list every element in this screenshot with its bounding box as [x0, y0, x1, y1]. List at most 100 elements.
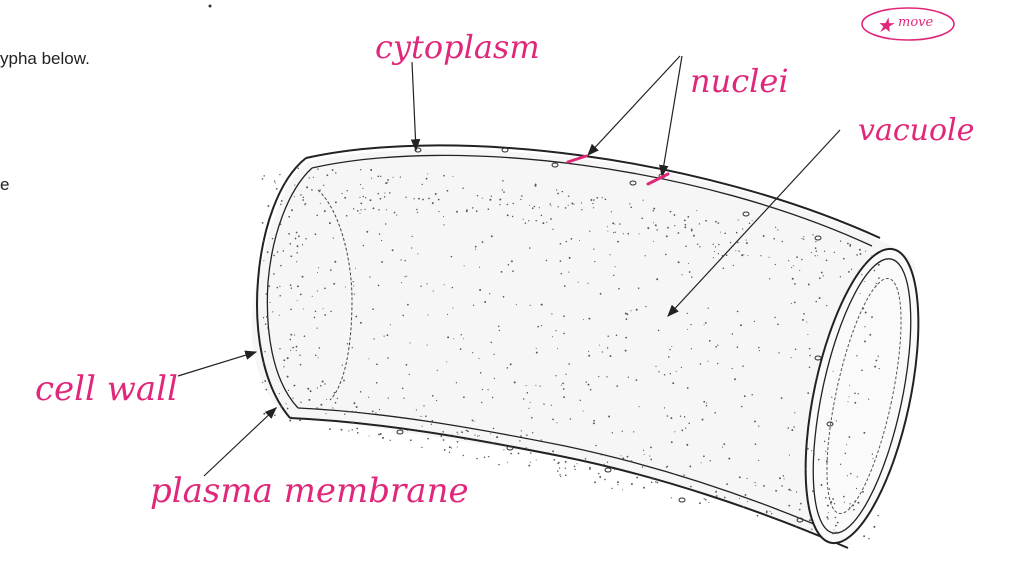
stipple-dot	[605, 199, 607, 201]
stipple-dot	[556, 189, 557, 190]
stipple-dot	[705, 499, 707, 501]
stipple-dot	[357, 432, 359, 434]
stipple-dot	[353, 208, 354, 209]
stipple-dot	[525, 222, 527, 224]
stipple-dot	[494, 378, 495, 379]
stipple-dot	[526, 385, 527, 386]
stipple-dot	[740, 324, 742, 326]
stipple-dot	[347, 343, 348, 344]
stipple-dot	[356, 406, 358, 408]
stipple-dot	[755, 485, 756, 486]
stipple-dot	[292, 347, 294, 349]
stipple-dot	[372, 308, 374, 310]
stipple-dot	[809, 519, 811, 521]
stipple-dot	[697, 243, 698, 244]
stipple-dot	[315, 233, 317, 235]
stipple-dot	[299, 419, 301, 421]
stipple-dot	[876, 263, 877, 264]
stipple-dot	[335, 402, 337, 404]
stipple-dot	[797, 519, 798, 520]
stipple-dot	[267, 251, 269, 253]
stipple-dot	[848, 401, 849, 402]
stipple-dot	[333, 283, 335, 285]
stipple-dot	[639, 406, 640, 407]
stipple-dot	[514, 381, 516, 383]
stipple-dot	[718, 222, 720, 224]
stipple-dot	[371, 178, 372, 179]
stipple-dot	[359, 213, 360, 214]
stipple-dot	[726, 254, 728, 256]
stipple-dot	[532, 432, 533, 433]
stipple-dot	[819, 297, 821, 299]
stipple-dot	[402, 388, 404, 390]
stipple-dot	[602, 351, 603, 352]
stipple-dot	[849, 503, 850, 504]
stipple-dot	[791, 429, 793, 431]
stipple-dot	[570, 418, 571, 419]
stipple-dot	[826, 460, 828, 462]
stipple-dot	[300, 364, 302, 366]
stipple-dot	[674, 473, 676, 475]
stipple-dot	[574, 469, 575, 470]
stipple-dot	[482, 389, 483, 390]
stipple-dot	[318, 418, 319, 419]
stipple-dot	[451, 447, 452, 448]
stipple-dot	[689, 465, 691, 467]
stipple-dot	[845, 453, 846, 454]
stipple-dot	[871, 255, 872, 256]
stipple-dot	[265, 323, 267, 325]
stipple-dot	[723, 267, 725, 269]
stipple-dot	[593, 248, 594, 249]
stipple-dot	[452, 176, 453, 177]
stipple-dot	[834, 503, 835, 504]
stipple-dot	[290, 255, 292, 257]
stipple-dot	[775, 490, 777, 492]
stipple-dot	[812, 490, 814, 492]
stipple-dot	[615, 232, 616, 233]
stipple-dot	[288, 216, 290, 218]
stipple-dot	[868, 398, 869, 399]
stipple-dot	[724, 233, 726, 235]
stipple-dot	[869, 334, 871, 336]
stipple-dot	[344, 197, 346, 199]
stipple-dot	[283, 366, 284, 367]
stipple-dot	[291, 287, 292, 288]
stray-dot	[209, 5, 212, 8]
stipple-dot	[627, 456, 629, 458]
stipple-dot	[858, 393, 859, 394]
stipple-dot	[319, 189, 320, 190]
stipple-dot	[422, 184, 423, 185]
plasma-membrane-pointer	[204, 408, 276, 476]
label-cell-wall: cell wall	[35, 369, 178, 409]
stipple-dot	[305, 238, 307, 240]
stipple-dot	[530, 452, 531, 453]
stipple-dot	[636, 309, 638, 311]
stipple-dot	[653, 208, 655, 210]
stipple-dot	[670, 417, 672, 419]
stipple-dot	[528, 408, 529, 409]
stipple-dot	[335, 201, 337, 203]
stipple-dot	[577, 463, 578, 464]
stipple-dot	[263, 362, 265, 364]
stipple-dot	[849, 385, 850, 386]
stipple-dot	[332, 407, 333, 408]
stipple-dot	[302, 199, 304, 201]
stipple-dot	[449, 446, 451, 448]
stipple-dot	[315, 311, 316, 312]
stipple-dot	[788, 260, 789, 261]
stipple-dot	[690, 486, 692, 488]
stipple-dot	[693, 235, 695, 237]
stipple-dot	[479, 435, 480, 436]
stipple-dot	[296, 232, 298, 234]
stipple-dot	[735, 250, 736, 251]
stipple-dot	[864, 326, 865, 327]
stipple-dot	[599, 345, 600, 346]
stipple-dot	[848, 271, 850, 273]
stipple-dot	[878, 264, 880, 266]
stipple-dot	[724, 497, 726, 499]
stipple-dot	[488, 456, 489, 457]
stipple-dot	[803, 236, 804, 237]
stipple-dot	[291, 417, 292, 418]
stipple-dot	[851, 269, 852, 270]
stipple-dot	[330, 269, 332, 271]
